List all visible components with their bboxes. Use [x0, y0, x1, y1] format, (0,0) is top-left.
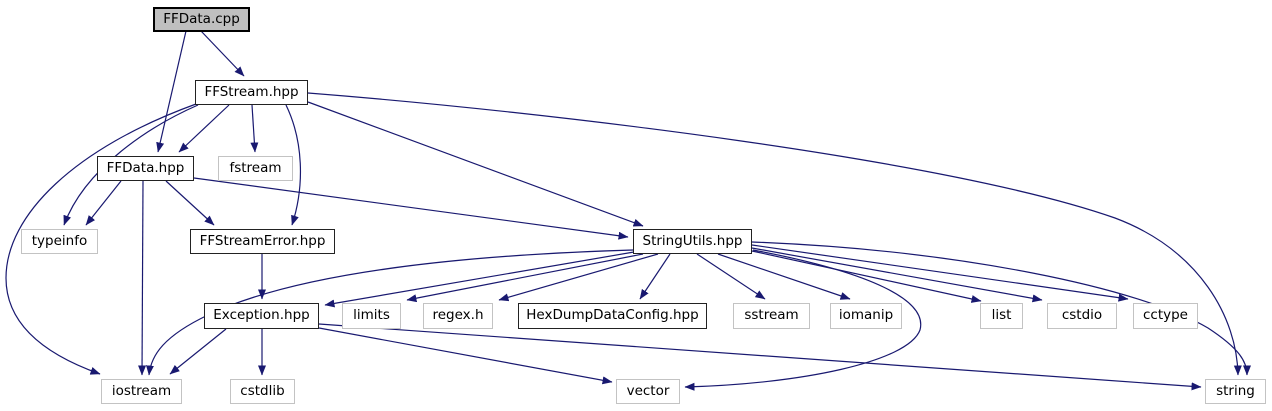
edge-Exception.hpp-to-vector: [318, 327, 613, 385]
edge-FFStream.hpp-to-fstream: [250, 104, 259, 153]
node-ffdata-hpp[interactable]: FFData.hpp: [97, 156, 194, 181]
edge-FFData.hpp-to-StringUtils.hpp: [193, 177, 629, 240]
edge-FFStream.hpp-to-FFStreamError.hpp: [285, 104, 302, 226]
node-string: string: [1205, 379, 1266, 404]
node-stringutils-hpp[interactable]: StringUtils.hpp: [633, 229, 752, 254]
node-hexdumpdataconfig-hpp[interactable]: HexDumpDataConfig.hpp: [518, 303, 707, 329]
node-ffdata-cpp: FFData.cpp: [153, 7, 250, 32]
node-cctype: cctype: [1133, 303, 1198, 329]
node-iostream: iostream: [101, 379, 182, 404]
node-typeinfo: typeinfo: [21, 229, 98, 254]
edge-FFData.hpp-to-typeinfo: [85, 180, 122, 226]
edge-StringUtils.hpp-to-list: [751, 250, 982, 303]
edge-FFData.cpp-to-FFStream.hpp: [200, 30, 245, 77]
edge-StringUtils.hpp-to-HexDumpDataConfig.hpp: [639, 253, 671, 300]
edge-StringUtils.hpp-to-string: [751, 241, 1251, 376]
edge-FFStream.hpp-to-typeinfo: [63, 104, 199, 226]
edge-StringUtils.hpp-to-iostream: [145, 249, 634, 376]
edge-StringUtils.hpp-to-regex.h: [498, 253, 659, 302]
edge-FFStream.hpp-to-iostream: [5, 103, 197, 375]
node-regex-h: regex.h: [423, 303, 493, 329]
edge-StringUtils.hpp-to-vector: [684, 249, 922, 391]
node-limits: limits: [342, 303, 401, 329]
edge-FFStream.hpp-to-string: [307, 92, 1242, 376]
node-exception-hpp[interactable]: Exception.hpp: [204, 303, 319, 329]
edge-StringUtils.hpp-to-Exception.hpp: [324, 251, 635, 308]
edge-StringUtils.hpp-to-cctype: [751, 244, 1129, 302]
node-ffstream-hpp[interactable]: FFStream.hpp: [195, 80, 308, 105]
edge-StringUtils.hpp-to-limits: [406, 253, 644, 303]
node-cstdlib: cstdlib: [230, 379, 295, 404]
edge-FFData.hpp-to-iostream: [138, 180, 147, 376]
node-list: list: [980, 303, 1023, 329]
edge-Exception.hpp-to-iostream: [169, 328, 227, 375]
node-cstdio: cstdio: [1047, 303, 1117, 329]
edge-StringUtils.hpp-to-sstream: [696, 253, 766, 300]
edge-StringUtils.hpp-to-iomanip: [717, 253, 851, 300]
edge-FFData.hpp-to-FFStreamError.hpp: [165, 180, 215, 226]
edge-FFStream.hpp-to-StringUtils.hpp: [307, 101, 644, 227]
edge-Exception.hpp-to-string: [318, 323, 1202, 391]
node-sstream: sstream: [733, 303, 810, 329]
node-ffstreamerror-hpp[interactable]: FFStreamError.hpp: [190, 229, 335, 254]
node-iomanip: iomanip: [830, 303, 902, 329]
edge-FFStream.hpp-to-FFData.hpp: [178, 104, 230, 153]
edge-StringUtils.hpp-to-cstdio: [751, 247, 1043, 303]
edge-FFData.cpp-to-FFData.hpp: [156, 30, 187, 153]
node-vector: vector: [616, 379, 680, 404]
node-fstream: fstream: [218, 156, 293, 181]
